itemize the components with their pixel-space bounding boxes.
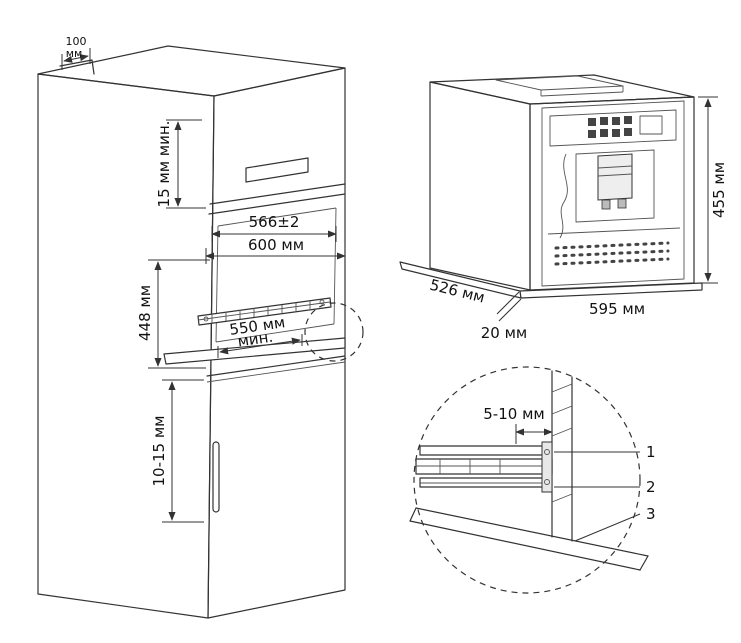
panel-display [639, 115, 663, 135]
rail-screw [544, 449, 550, 455]
rail-screw [544, 479, 550, 485]
niche-inner-top [217, 207, 337, 227]
machine-top-step [495, 75, 624, 97]
callout-1-label: 1 [646, 443, 656, 461]
panel-button [600, 129, 608, 137]
machine-control-panel [549, 109, 677, 147]
niche-inner-width-dim: 566±2 [249, 213, 300, 231]
base-thickness-ext-top [496, 291, 520, 315]
drip-tray [547, 227, 681, 266]
upper-door-handle-recess [245, 157, 309, 183]
panel-button [624, 116, 632, 124]
callout-2-label: 2 [646, 478, 656, 496]
detail-callout-circle [304, 302, 364, 362]
base-panel [399, 261, 703, 299]
niche-inner-right [333, 207, 337, 325]
rail-depth-dim-line [219, 337, 301, 355]
detail-side-wall [551, 370, 573, 542]
upper-door-bottom-edge [209, 183, 346, 205]
machine-left-face [429, 81, 531, 291]
cabinet-front-face [207, 67, 346, 619]
base-thickness-ext-bottom [498, 298, 522, 322]
niche-outer-width-dim: 600 мм [248, 236, 304, 254]
base-thickness-dim: 20 мм [481, 324, 528, 342]
niche-height-dim: 448 мм [136, 285, 154, 341]
panel-button [624, 128, 632, 136]
detail-circle [413, 366, 641, 594]
rail-wall-bracket [541, 441, 553, 493]
machine-top-face [429, 74, 695, 105]
wall-gap-unit: мм [66, 47, 83, 60]
wall-spacer-step [59, 59, 95, 75]
lower-door-inner-edge [206, 361, 346, 383]
coffee-spout [559, 149, 655, 239]
niche-top-edge [208, 193, 346, 215]
detail-rail-assembly [415, 441, 553, 493]
panel-button [588, 130, 596, 138]
coffee-machine-drawing: 455 мм 526 мм 595 мм 20 мм [399, 74, 728, 342]
door-handle [212, 441, 220, 513]
wall-gap-dim-line [63, 54, 89, 63]
panel-button [600, 117, 608, 125]
panel-button [612, 117, 620, 125]
machine-front-frame [541, 100, 685, 287]
panel-button [588, 118, 596, 126]
steam-wand [559, 153, 568, 239]
panel-button [612, 129, 620, 137]
niche-inner-left [215, 225, 219, 343]
bottom-clearance-dim: 10-15 мм [150, 416, 168, 487]
cabinet-top-face [37, 45, 346, 97]
callout-3-leader [574, 513, 641, 542]
detail-view: 5-10 мм 1 2 3 [409, 366, 656, 594]
callout-3-label: 3 [646, 505, 656, 523]
detail-floor-slab [409, 507, 649, 571]
lower-door-top-edge [206, 355, 346, 377]
cabinet-left-face [37, 73, 215, 619]
side-gap-dim: 5-10 мм [483, 405, 544, 423]
top-clearance-dim: 15 мм мин. [155, 121, 173, 208]
cabinet-drawing: 100 мм [37, 35, 364, 619]
telescopic-rail [197, 297, 332, 326]
wall-gap-value: 100 [66, 35, 87, 48]
machine-height-dim: 455 мм [710, 162, 728, 218]
machine-width-dim: 595 мм [589, 300, 645, 318]
rail-depth-dim-line2: мин. [236, 328, 274, 351]
